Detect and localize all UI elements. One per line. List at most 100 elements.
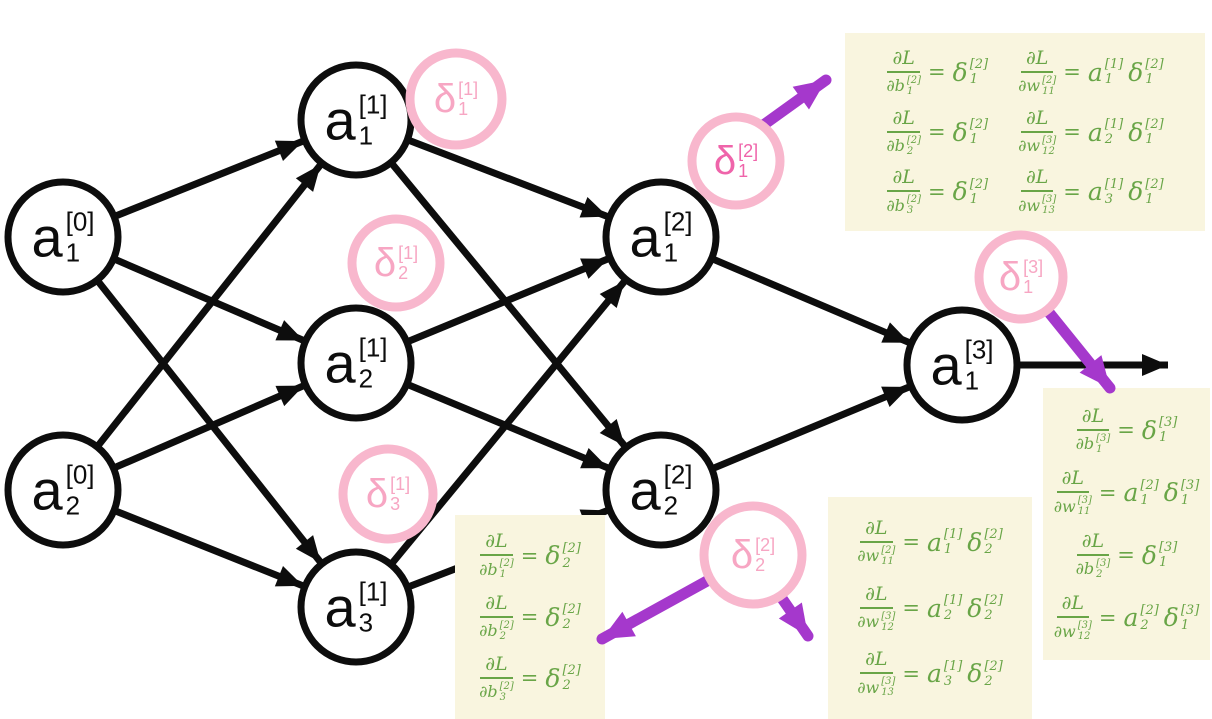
fraction-denominator: ∂b[2]1 — [886, 73, 921, 97]
term-subscript: 1 — [1145, 132, 1154, 147]
term-subscript: 2 — [984, 673, 993, 689]
term-superscript: [2] — [1145, 57, 1164, 73]
term-scripts: [2]2 — [500, 620, 514, 642]
term-scripts: [2]2 — [562, 603, 580, 631]
term-base: δ — [1141, 415, 1157, 445]
node-label-a2_2: a[2]2 — [629, 462, 692, 519]
node-a1_3 — [903, 306, 1021, 424]
term-scripts: [3]1 — [1159, 416, 1177, 444]
equals-sign: = — [1098, 605, 1117, 630]
edge-a2_0-a1_1 — [60, 162, 324, 493]
delta-term: δ[1]2 — [374, 243, 418, 283]
node-label-a3_1: a[1]3 — [324, 579, 387, 636]
term-superscript: [1] — [1104, 57, 1124, 73]
fraction: ∂L∂w[3]12 — [1054, 593, 1092, 642]
equals-sign: = — [1063, 60, 1081, 85]
term-superscript: [2] — [562, 602, 581, 617]
rhs-term: δ[2]2 — [545, 603, 580, 631]
fraction-numerator: ∂L — [480, 531, 513, 557]
node-label-a1_3: a[3]1 — [930, 337, 993, 394]
term-superscript: [2] — [562, 663, 581, 679]
term-subscript: 3 — [906, 205, 914, 217]
fraction-denominator: ∂w[3]12 — [1018, 133, 1056, 157]
formula-rhs: δ[2]1 — [953, 178, 988, 206]
node-a3_1 — [297, 548, 415, 666]
term-superscript: [2] — [984, 658, 1003, 674]
edge-a1_0-a3_1 — [60, 234, 324, 565]
fraction-numerator: ∂L — [1056, 468, 1090, 494]
term-scripts: [1]2 — [398, 244, 418, 282]
term-scripts: [3]1 — [965, 337, 994, 394]
delta-circles-layer — [338, 48, 1068, 609]
node-term: a[1]3 — [324, 579, 387, 636]
term-subscript: 12 — [1042, 145, 1055, 157]
term-subscript: 2 — [1096, 568, 1103, 580]
delta-circle-d1_3 — [974, 230, 1068, 324]
term-subscript: 3 — [358, 607, 374, 638]
term-subscript: 12 — [1077, 631, 1091, 643]
term-superscript: [3] — [1042, 134, 1057, 146]
term-scripts: [2]2 — [562, 542, 580, 570]
edge-a1_1-a2_2 — [353, 117, 628, 449]
term-superscript: [3] — [1077, 495, 1092, 507]
term-scripts: [2]1 — [738, 142, 758, 180]
term-subscript: 11 — [881, 555, 894, 567]
term-scripts: [3]1 — [1181, 479, 1199, 507]
rhs-term: δ[2]2 — [545, 664, 580, 692]
fraction: ∂L∂b[2]3 — [479, 654, 514, 703]
rhs-term: δ[2]2 — [545, 542, 580, 570]
delta-label-d1_2: δ[2]1 — [714, 141, 758, 181]
term-scripts: [3]13 — [1042, 195, 1056, 216]
equals-sign: = — [902, 530, 920, 555]
term-scripts: [2]1 — [500, 559, 514, 580]
term-scripts: [2]2 — [755, 536, 775, 574]
term-base: δ — [952, 57, 968, 87]
term-subscript: 2 — [562, 617, 571, 632]
denominator-term: ∂b[2]3 — [479, 681, 514, 703]
term-superscript: [1] — [943, 527, 963, 543]
term-superscript: [2] — [969, 57, 989, 73]
fraction: ∂L∂b[2]1 — [479, 531, 514, 580]
term-subscript: 1 — [1104, 72, 1114, 88]
purple-arrow-delta2-2-to-box3 — [775, 591, 814, 642]
term-subscript: 2 — [755, 555, 766, 575]
term-superscript: [2] — [969, 117, 989, 132]
term-superscript: [1] — [943, 658, 963, 674]
equals-sign: = — [520, 605, 539, 629]
term-base: a — [1087, 177, 1103, 207]
fraction-denominator: ∂w[3]12 — [857, 609, 895, 633]
node-label-a1_1: a[1]1 — [324, 92, 387, 149]
term-superscript: [0] — [65, 206, 95, 237]
term-subscript: 1 — [969, 72, 978, 88]
rhs-term: δ[3]1 — [1142, 416, 1177, 444]
edge-a3_1-a1_2 — [353, 278, 628, 610]
node-term: a[1]2 — [324, 335, 387, 392]
term-superscript: [2] — [1145, 117, 1164, 132]
term-base: a — [629, 205, 661, 268]
term-scripts: [3]11 — [1078, 496, 1092, 517]
term-superscript: [3] — [1180, 477, 1200, 493]
term-subscript: 12 — [881, 621, 894, 633]
term-subscript: 1 — [499, 569, 506, 581]
fraction: ∂L∂b[2]2 — [886, 108, 921, 157]
delta-label-d3_1: δ[1]3 — [366, 474, 410, 514]
term-superscript: [2] — [663, 459, 693, 490]
term-base: δ — [1128, 117, 1144, 147]
equals-sign: = — [902, 596, 920, 620]
node-term: a[1]1 — [324, 92, 387, 149]
delta-term: δ[1]3 — [366, 474, 410, 514]
term-subscript: 3 — [390, 494, 401, 514]
term-scripts: [2]1 — [1145, 178, 1163, 206]
fraction-numerator: ∂L — [480, 593, 513, 618]
term-base: a — [1123, 478, 1139, 508]
term-base: ∂w — [1018, 76, 1041, 96]
term-subscript: 2 — [1140, 617, 1149, 633]
rhs-term: δ[2]1 — [1128, 178, 1163, 206]
formula-rhs: δ[2]2 — [545, 603, 580, 631]
term-base: δ — [365, 472, 389, 516]
equals-sign: = — [520, 666, 539, 691]
